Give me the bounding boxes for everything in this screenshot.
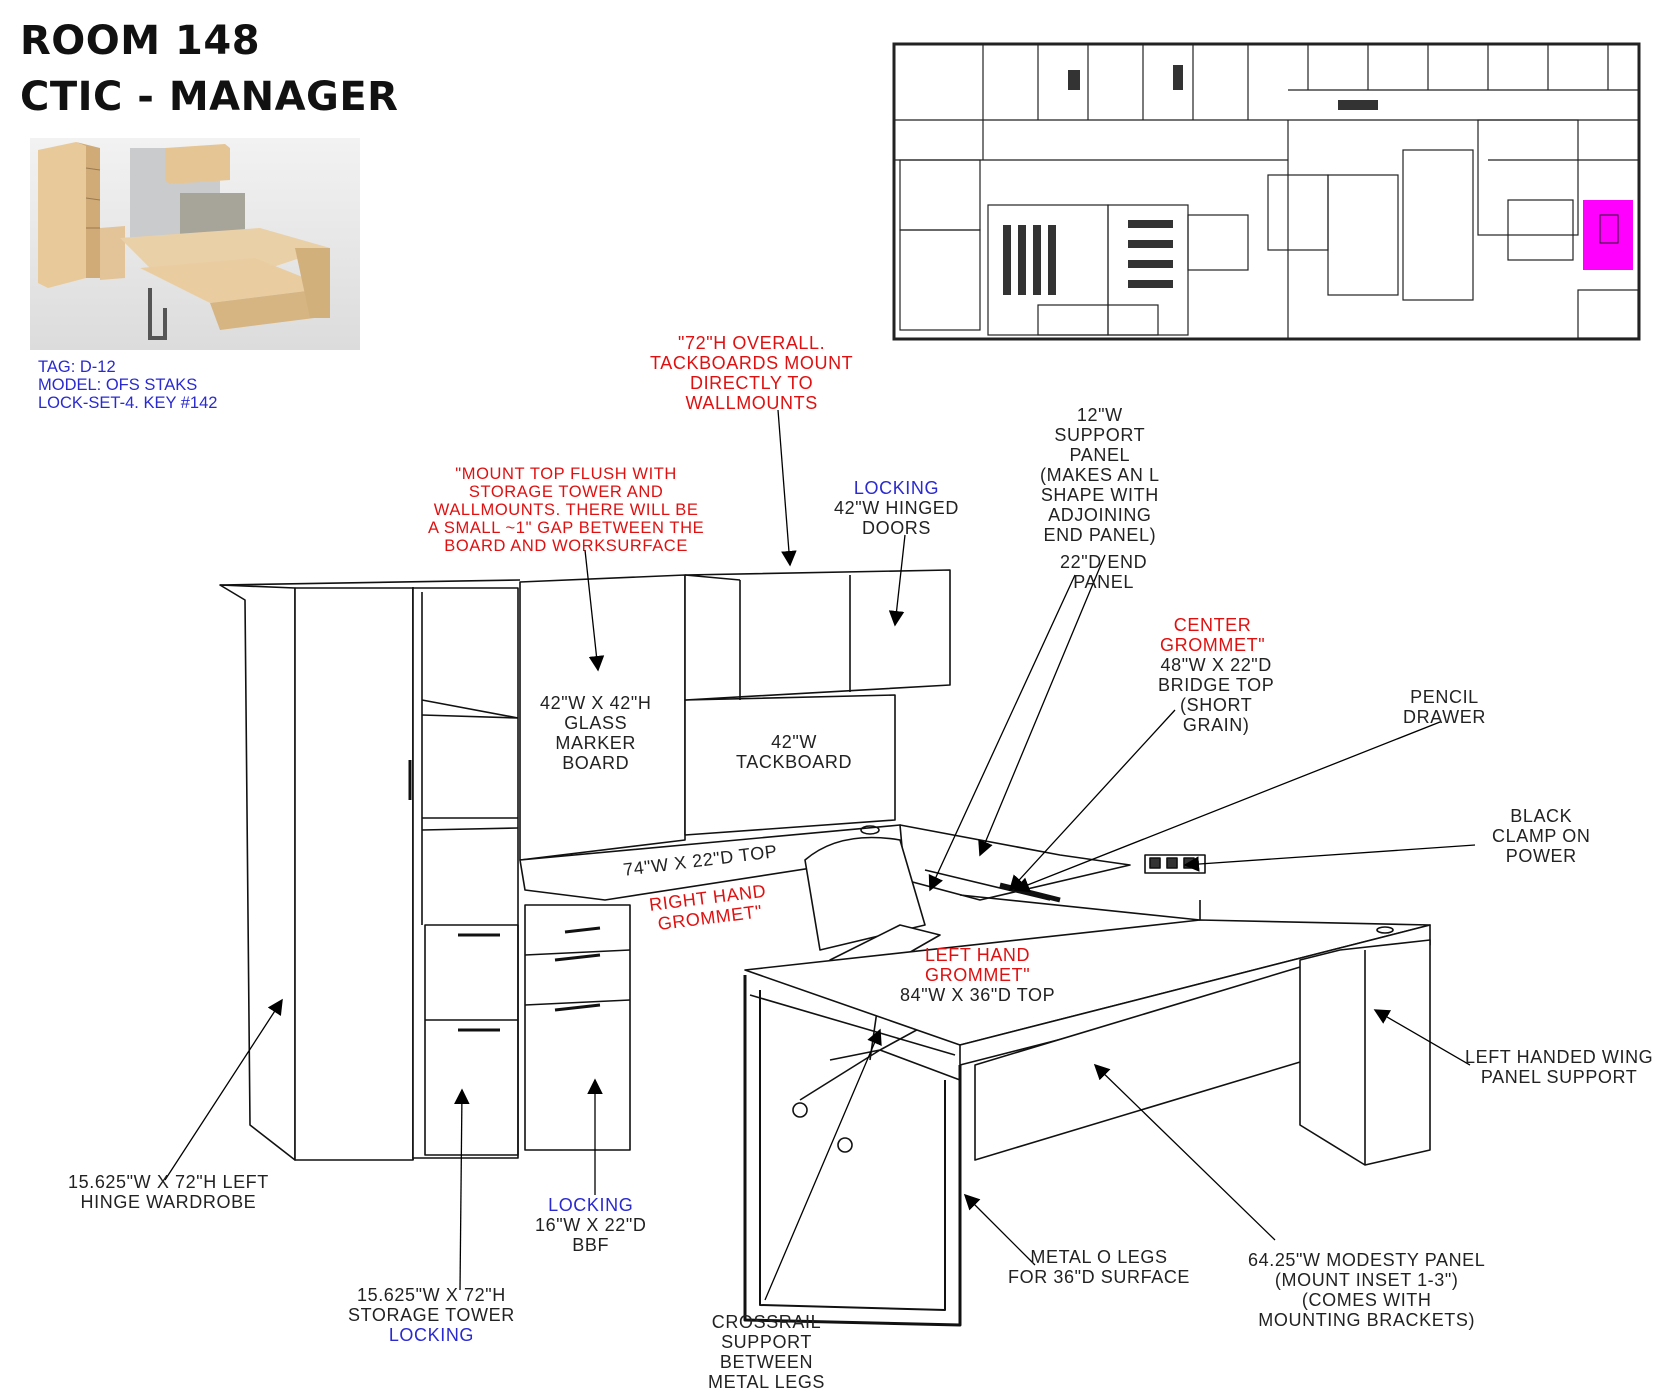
lock-label: LOCK-SET-4. KEY #142 (38, 394, 218, 412)
room-name-title: CTIC - MANAGER (20, 74, 399, 120)
tag-label: TAG: D-12 (38, 358, 116, 376)
room-number-title: ROOM 148 (20, 18, 261, 64)
tag-info-block: TAG: D-12 MODEL: OFS STAKS LOCK-SET-4. K… (38, 358, 217, 412)
note-84-top: 84"W X 36"D TOP (900, 985, 1056, 1005)
note-modesty-panel: 64.25"W MODESTY PANEL(MOUNT INSET 1-3")(… (1248, 1250, 1486, 1330)
floor-plan (892, 42, 1641, 341)
model-label: MODEL: OFS STAKS (38, 376, 198, 394)
furniture-render-thumbnail (30, 138, 360, 350)
highlighted-room-148 (1583, 200, 1633, 270)
